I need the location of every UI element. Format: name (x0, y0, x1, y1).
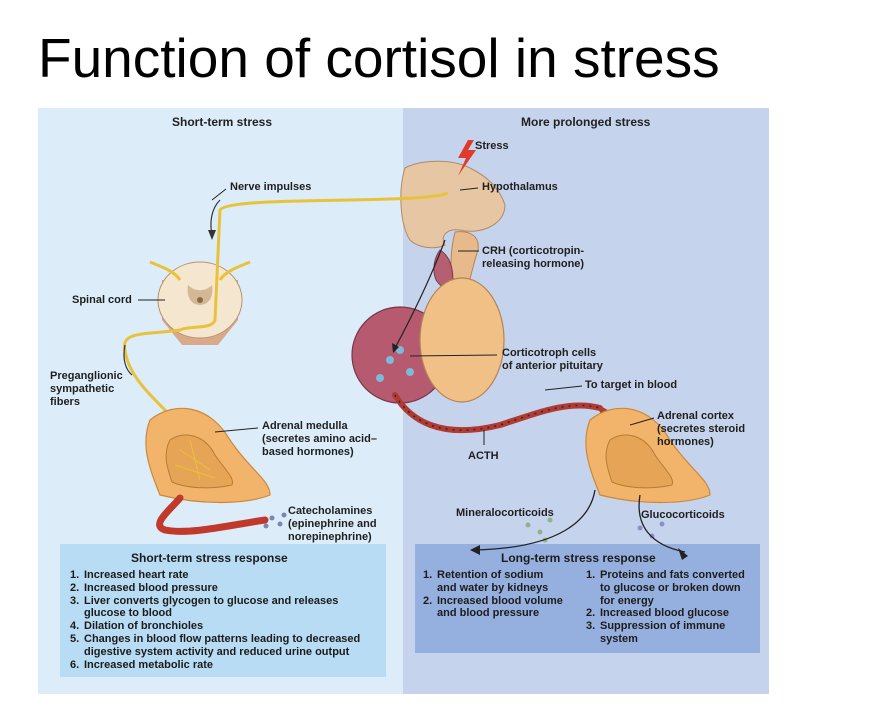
list-item: 4.Dilation of bronchioles (70, 620, 204, 633)
list-item: 2.Increased blood pressure (70, 581, 218, 594)
hypothalamus-illustration (400, 160, 506, 293)
adrenal-medulla-label: Adrenal medulla (secretes amino acid– ba… (262, 420, 377, 458)
short-term-response-box (60, 544, 386, 677)
slide-title: Function of cortisol in stress (38, 27, 720, 89)
acth-label: ACTH (468, 450, 499, 462)
spinal-cord-label: Spinal cord (72, 294, 132, 306)
long-term-response-box (415, 544, 760, 653)
short-term-response-title: Short-term stress response (131, 551, 288, 565)
long-term-response-title: Long-term stress response (501, 551, 656, 565)
catecholamines-label: Catecholamines (epinephrine and norepine… (288, 505, 377, 543)
corticotroph-cells-label: Corticotroph cells of anterior pituitary (502, 347, 603, 372)
glucocorticoids-label: Glucocorticoids (641, 509, 725, 521)
short-term-stress-header: Short-term stress (172, 115, 273, 129)
pituitary-illustration (351, 277, 505, 404)
hypothalamus-label: Hypothalamus (482, 181, 558, 193)
nerve-impulses-label: Nerve impulses (230, 181, 312, 193)
mineralocorticoids-label: Mineralocorticoids (456, 507, 554, 519)
adrenal-gland-left (145, 407, 271, 504)
blood-vessel-acth (392, 392, 603, 434)
adrenal-gland-right (585, 407, 711, 504)
to-target-label: To target in blood (585, 379, 678, 391)
list-item: 3.Liver converts glycogen to glucose and… (70, 594, 339, 620)
list-item: 6.Increased metabolic rate (70, 658, 214, 671)
short-term-response-list: 1.Increased heart rate 2.Increased blood… (70, 569, 360, 671)
list-item: 2.Increased blood glucose (586, 607, 729, 620)
list-item: 5.Changes in blood flow patterns leading… (70, 632, 361, 658)
stress-lightning-icon (458, 140, 476, 176)
stress-label: Stress (475, 140, 509, 152)
list-item: 1.Increased heart rate (70, 569, 189, 581)
preganglionic-fibers-label: Preganglionic sympathetic fibers (50, 370, 123, 408)
adrenal-cortex-label: Adrenal cortex (secretes steroid hormone… (657, 410, 746, 448)
nerve-pathway (123, 191, 449, 417)
prolonged-stress-header: More prolonged stress (521, 115, 651, 129)
crh-label: CRH (corticotropin- releasing hormone) (482, 245, 585, 270)
